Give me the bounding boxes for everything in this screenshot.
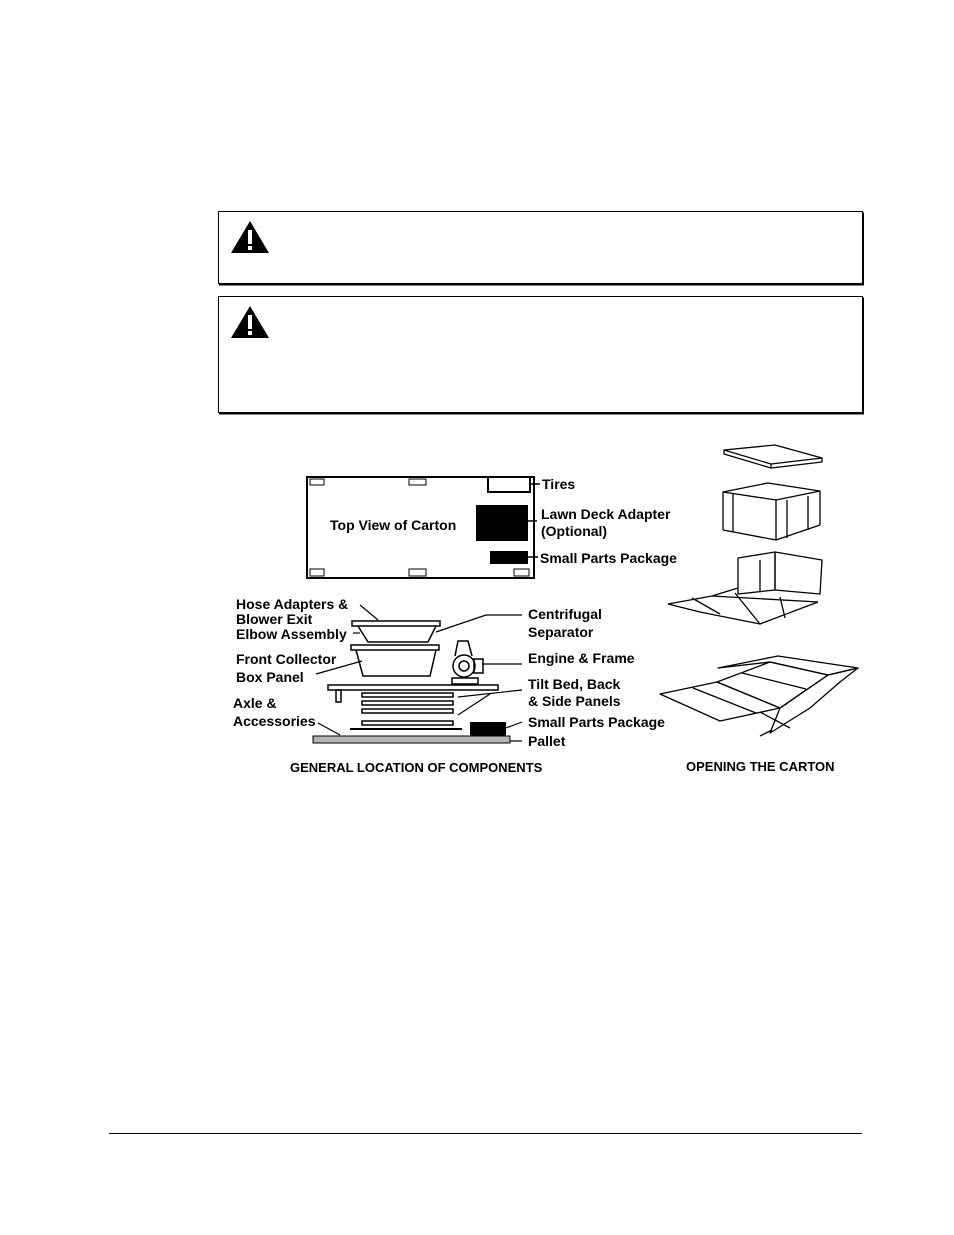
- warning-triangle-icon: [231, 221, 269, 253]
- elbow-assembly-label: Elbow Assembly: [236, 626, 347, 642]
- carton-top-view-label: Top View of Carton: [330, 517, 456, 533]
- open-carton-drawing: [722, 482, 821, 541]
- carton-lid-drawing: [723, 444, 823, 469]
- lawn-deck-optional-label: (Optional): [541, 523, 607, 539]
- pallet-label: Pallet: [528, 733, 566, 749]
- pallet-bar: [312, 735, 511, 744]
- caption-opening-carton: OPENING THE CARTON: [686, 759, 835, 774]
- carton-top-view-outline: [306, 476, 535, 579]
- blower-exit-label: Blower Exit: [236, 611, 313, 627]
- small-parts-label-top: Small Parts Package: [540, 550, 677, 566]
- centrifugal-label: Centrifugal: [528, 606, 602, 622]
- hose-adapters-label: Hose Adapters &: [236, 596, 348, 612]
- small-parts-block-top: [490, 551, 528, 564]
- small-parts-block-bottom: [470, 722, 506, 736]
- warning-triangle-icon: [231, 306, 269, 338]
- unfolding-carton-drawing: [667, 551, 823, 625]
- small-parts-label-bottom: Small Parts Package: [528, 714, 665, 730]
- separator-label: Separator: [528, 624, 594, 640]
- lawn-deck-adapter-block: [476, 505, 528, 541]
- flattened-carton-drawing: [659, 655, 859, 737]
- front-collector-label: Front Collector: [236, 651, 337, 667]
- warning-box-1: [218, 211, 863, 284]
- tires-label: Tires: [542, 476, 575, 492]
- axle-label: Axle &: [233, 695, 277, 711]
- tires-box: [487, 476, 531, 493]
- engine-frame-label: Engine & Frame: [528, 650, 635, 666]
- box-panel-label: Box Panel: [236, 669, 304, 685]
- side-panels-label: & Side Panels: [528, 693, 621, 709]
- component-location-figure: Top View of Carton Tires Lawn Deck Adapt…: [233, 444, 859, 775]
- accessories-label: Accessories: [233, 713, 316, 729]
- warning-box-2: [218, 296, 863, 413]
- engine-icon: [452, 654, 476, 678]
- caption-general-location: GENERAL LOCATION OF COMPONENTS: [290, 760, 543, 775]
- tilt-bed-label: Tilt Bed, Back: [528, 676, 621, 692]
- lawn-deck-adapter-label: Lawn Deck Adapter: [541, 506, 671, 522]
- footer-rule: [109, 1133, 862, 1134]
